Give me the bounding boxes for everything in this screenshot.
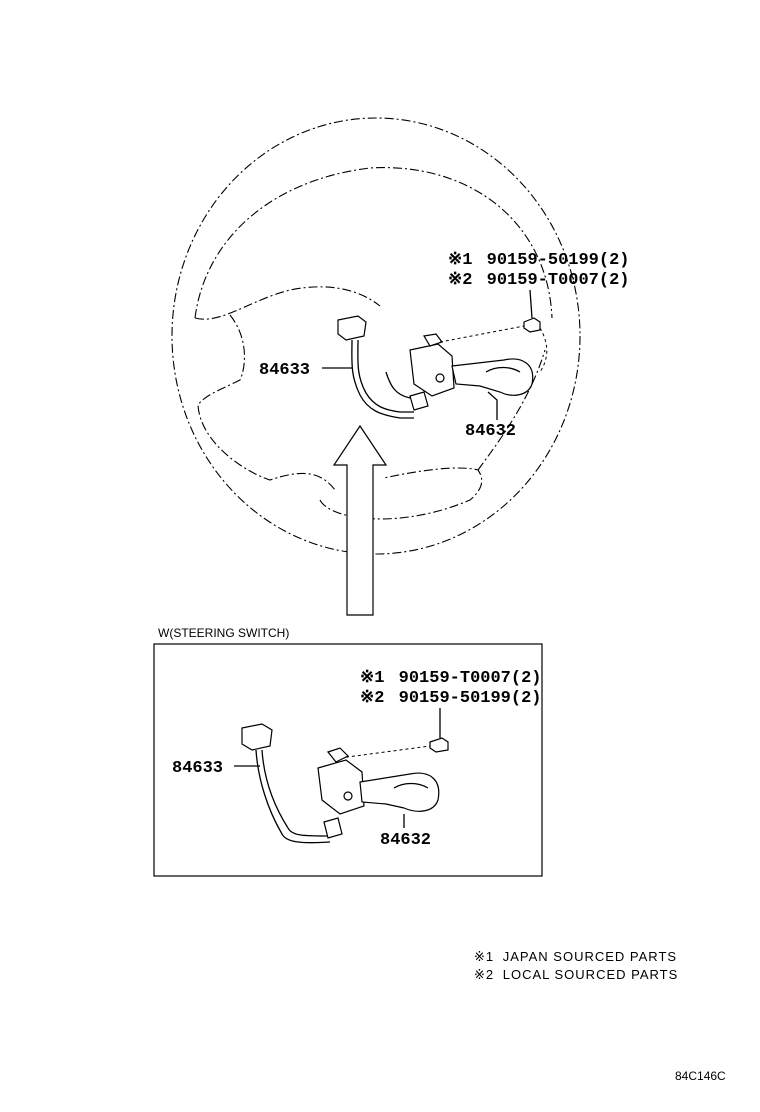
main-wire-harness [337,315,429,419]
detail-screw [339,737,449,759]
detail-callouts: ※1 90159-T0007(2) ※2 90159-50199(2) [360,669,541,738]
detail-wire-harness [241,723,343,844]
svg-text:※2 90159-T0007(2): ※2 90159-T0007(2) [448,271,629,290]
view-arrow [332,424,388,616]
main-switch-label: 84632 [465,422,516,441]
detail-wire-harness-label: 84633 [172,759,223,778]
svg-text:※1 90159-50199(2): ※1 90159-50199(2) [448,251,629,270]
legend-mark-2: ※2 [474,967,494,982]
svg-text:※2 LOCAL SOURCED PARTS: ※2 LOCAL SOURCED PARTS [474,967,678,982]
detail-box-frame [153,643,543,877]
main-steering-switch [409,333,534,397]
callout-mark-1: ※1 [448,251,472,270]
detail-box-title: W(STEERING SWITCH) [158,626,289,640]
svg-text:※2 90159-50199(2): ※2 90159-50199(2) [360,689,541,708]
main-wire-harness-label: 84633 [259,361,310,380]
legend-mark-1: ※1 [474,949,494,964]
detail-callout-part-1: 90159-T0007(2) [399,669,542,688]
legend-text-2: LOCAL SOURCED PARTS [503,967,679,982]
detail-callout-mark-1: ※1 [360,669,384,688]
steering-wheel-outline [171,117,581,555]
legend-text-1: JAPAN SOURCED PARTS [503,949,677,964]
detail-switch-label: 84632 [380,831,431,850]
detail-callout-part-2: 90159-50199(2) [399,689,542,708]
diagram-code: 84C146C [675,1069,726,1083]
svg-text:※1 90159-T0007(2): ※1 90159-T0007(2) [360,669,541,688]
main-callouts: ※1 90159-50199(2) ※2 90159-T0007(2) [448,251,629,319]
detail-steering-switch [317,747,440,815]
svg-text:※1 JAPAN SOURCED PARTS: ※1 JAPAN SOURCED PARTS [474,949,677,964]
callout-mark-2: ※2 [448,271,472,290]
legend: ※1 JAPAN SOURCED PARTS ※2 LOCAL SOURCED … [474,949,678,982]
detail-callout-mark-2: ※2 [360,689,384,708]
main-screw [439,317,548,373]
callout-part-1: 90159-50199(2) [487,251,630,270]
callout-part-2: 90159-T0007(2) [487,271,630,290]
